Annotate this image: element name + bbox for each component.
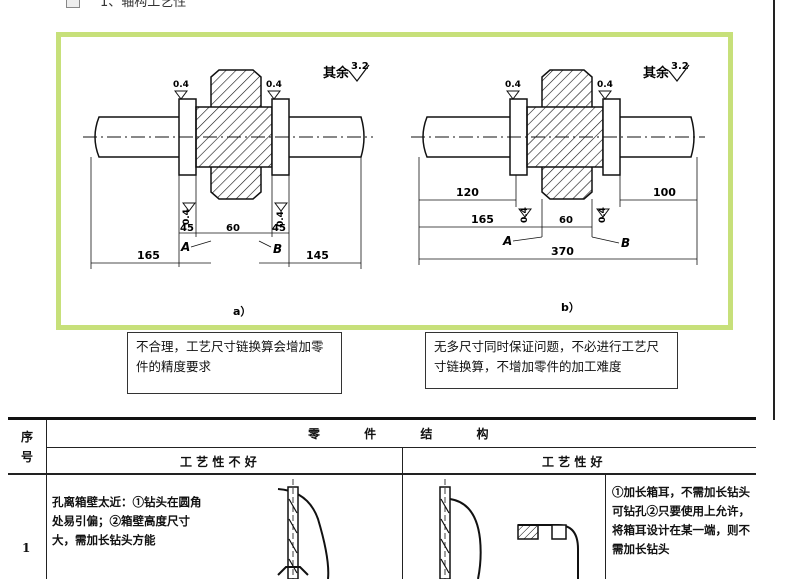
dim-45-right-a: 45 xyxy=(272,223,286,234)
ra-bottom-right-a: 0.4 xyxy=(276,211,286,227)
ra-top-right-b: 0.4 xyxy=(597,80,613,90)
row1-good-text: ①加长箱耳，不需加长钻头可钻孔②只要使用上允许，将箱耳设计在某一端，则不需加长钻… xyxy=(612,485,750,556)
dim-60-a: 60 xyxy=(226,223,240,234)
top-bar: 1、轴构工艺性 xyxy=(0,0,787,14)
note-unreasonable: 不合理，工艺尺寸链换算会增加零件的精度要求 xyxy=(127,332,342,394)
label-a-b: A xyxy=(502,234,512,248)
col-header-good: 工 艺 性 好 xyxy=(542,455,603,469)
drill-near-wall-drawing xyxy=(277,479,330,579)
ra-top-right-a: 0.4 xyxy=(266,80,282,90)
label-b-a: B xyxy=(273,242,282,256)
drill-extended-ear-drawing xyxy=(439,479,579,579)
ra-top-left-a: 0.4 xyxy=(173,80,189,90)
dim-165-a: 165 xyxy=(137,249,160,262)
table-col-divider-1 xyxy=(46,420,47,579)
rough-label-b: 其余 xyxy=(643,65,670,81)
row1-bad-text: 孔离箱壁太近：①钻头在圆角处易引偏；②箱壁高度尺寸大，需加长钻头方能 xyxy=(52,495,202,547)
shaft-figure-frame: 其余 3.2 0.4 0.4 0.4 0.4 45 60 45 xyxy=(56,32,733,330)
label-b-b: B xyxy=(621,236,630,250)
slide-heading: 1、轴构工艺性 xyxy=(100,0,187,10)
dim-100-b: 100 xyxy=(653,186,676,199)
structure-table: 序号 零 件 结 构 工 艺 性 不 好 工 艺 性 好 1 孔离箱壁太近：①钻… xyxy=(8,417,756,579)
ra-bottom-left-b: 0.4 xyxy=(520,207,530,223)
col-header-structure: 零 件 结 构 xyxy=(308,427,509,441)
slide-edge-rule xyxy=(773,0,775,420)
caption-b: b） xyxy=(561,301,580,314)
table-col-divider-2 xyxy=(402,447,403,579)
dim-165-b: 165 xyxy=(471,213,494,226)
drawing-a: 其余 3.2 0.4 0.4 0.4 0.4 45 60 45 xyxy=(83,61,373,318)
rough-value-b: 3.2 xyxy=(671,61,689,72)
ra-bottom-left-a: 0.4 xyxy=(182,209,192,225)
table-top-rule xyxy=(8,417,756,420)
table-header-divider xyxy=(46,447,756,448)
rough-label-a: 其余 xyxy=(323,65,350,81)
drawing-b: 其余 3.2 0.4 0.4 120 100 0.4 0.4 165 6 xyxy=(411,61,705,314)
label-a-a: A xyxy=(180,240,190,254)
shaft-drawings: 其余 3.2 0.4 0.4 0.4 0.4 45 60 45 xyxy=(83,61,705,318)
col-header-seq: 序号 xyxy=(20,430,33,464)
table-header-bottom xyxy=(8,473,756,475)
col-header-bad: 工 艺 性 不 好 xyxy=(180,455,257,469)
ra-bottom-right-b: 0.4 xyxy=(598,207,608,223)
dim-120-b: 120 xyxy=(456,186,479,199)
dim-370-b: 370 xyxy=(551,245,574,258)
document-icon xyxy=(66,0,80,8)
note-reasonable: 无多尺寸同时保证问题，不必进行工艺尺寸链换算，不增加零件的加工难度 xyxy=(425,332,678,389)
table-col-divider-3 xyxy=(605,475,606,579)
ra-top-left-b: 0.4 xyxy=(505,80,521,90)
caption-a: a） xyxy=(233,305,251,318)
dim-45-left-a: 45 xyxy=(180,223,194,234)
rough-value-a: 3.2 xyxy=(351,61,369,72)
dim-145-a: 145 xyxy=(306,249,329,262)
dim-60-b: 60 xyxy=(559,215,573,226)
row-number-1: 1 xyxy=(22,541,31,555)
